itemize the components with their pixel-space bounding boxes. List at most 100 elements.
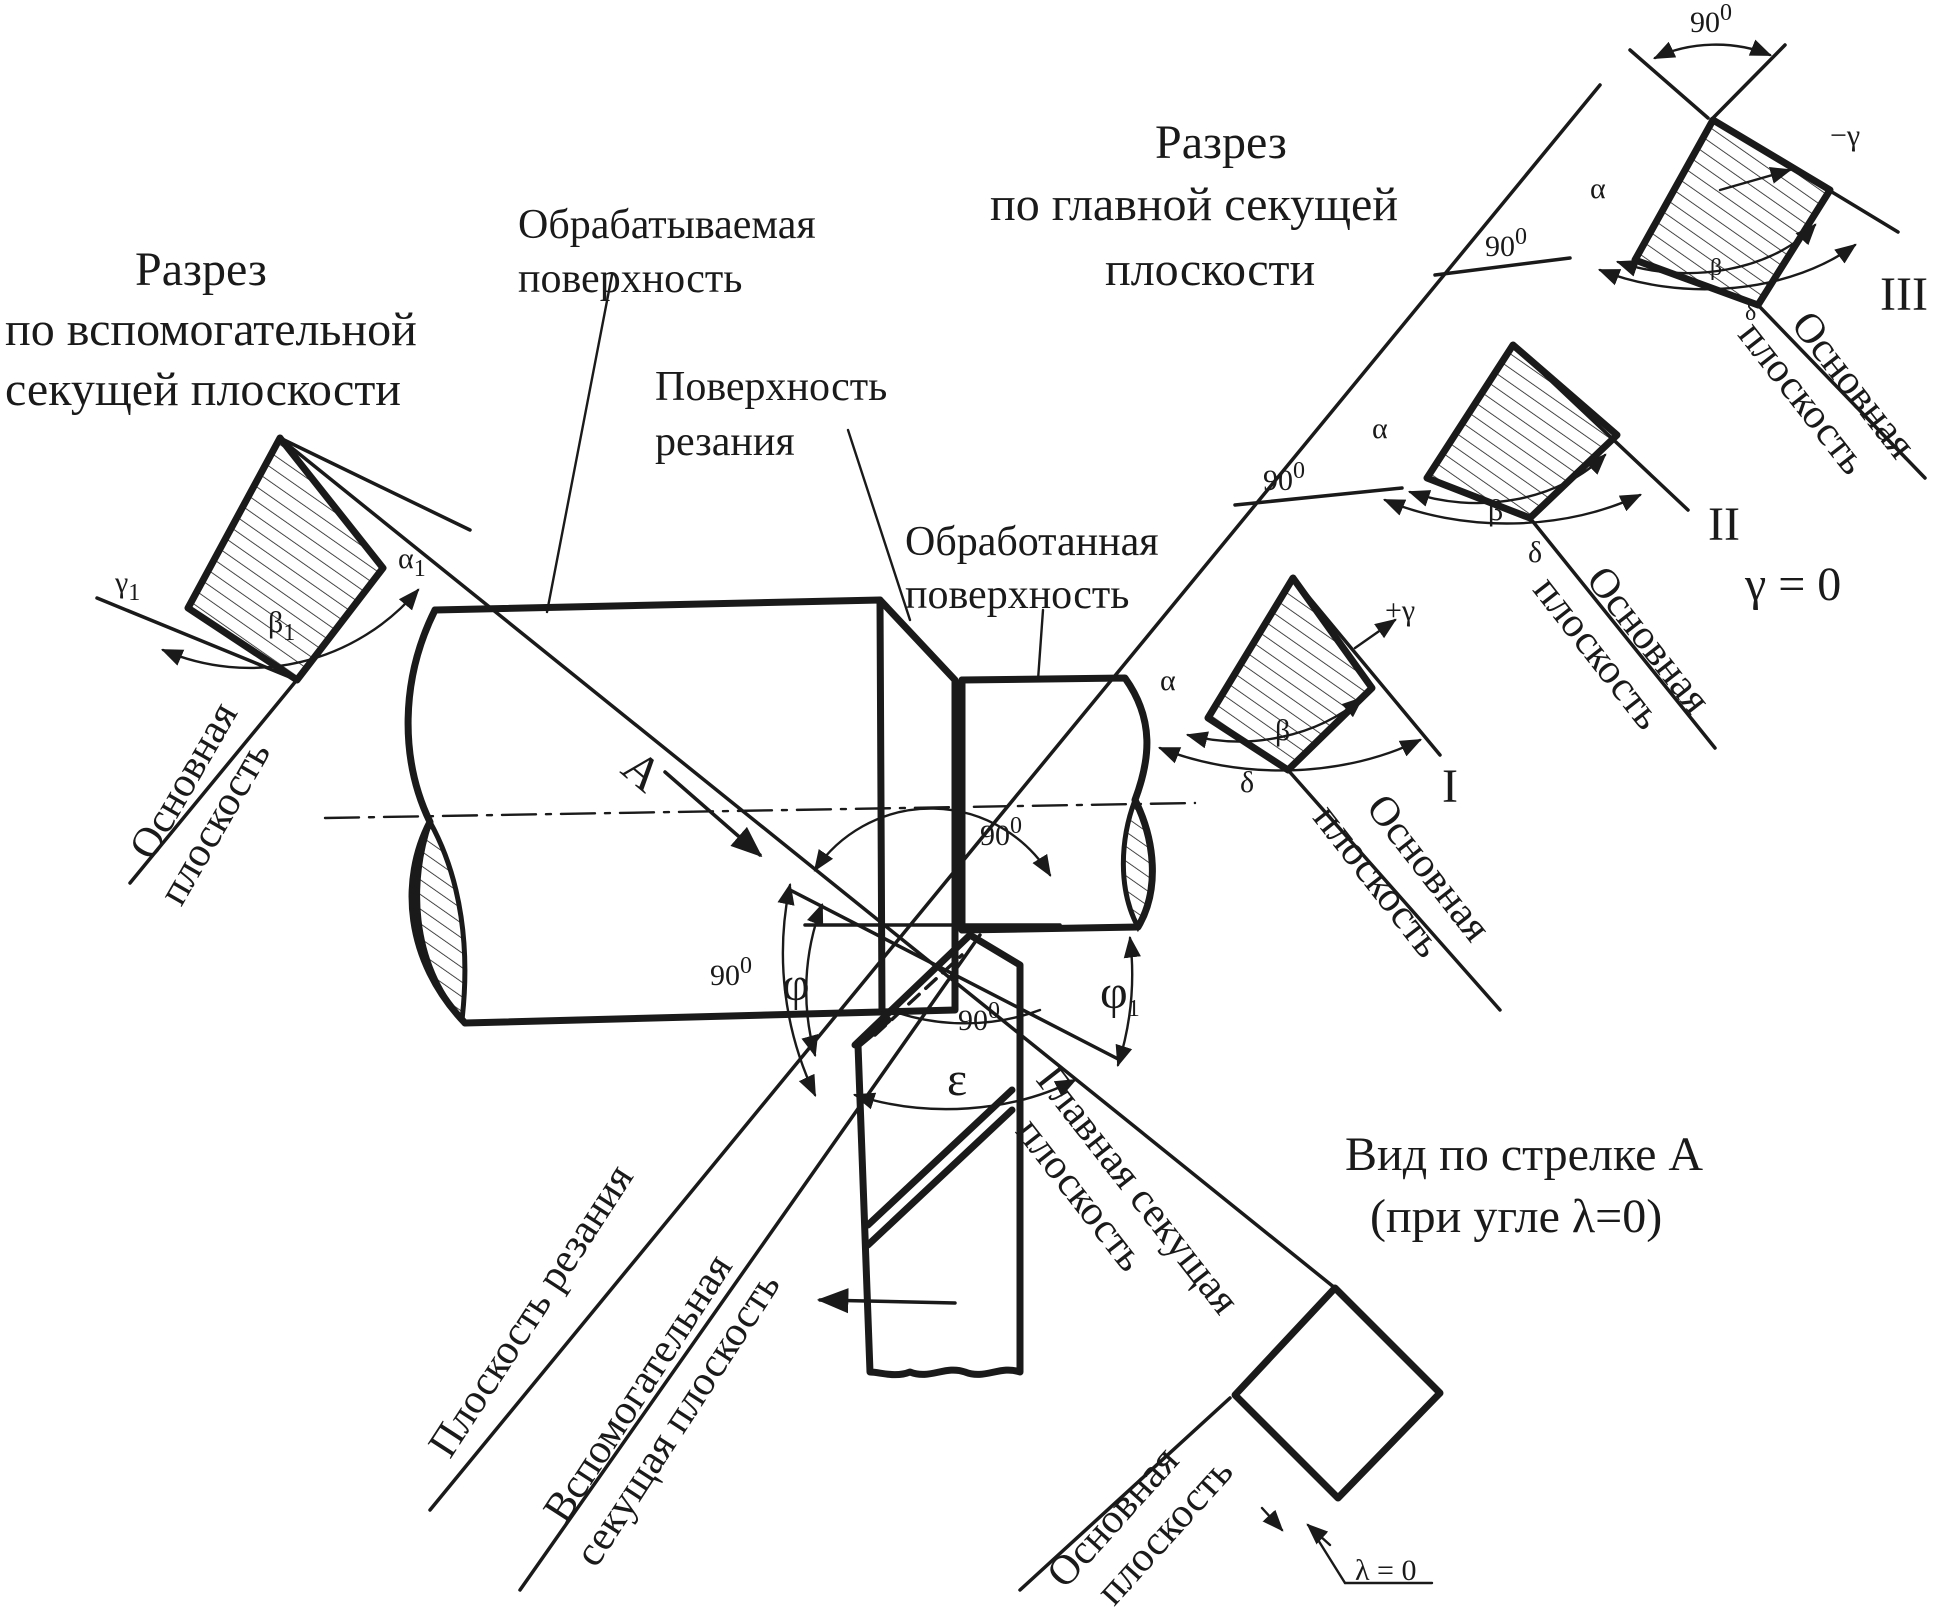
angle-plus-gamma: +γ <box>1385 594 1415 627</box>
angle-90-I: 900 <box>1263 458 1305 497</box>
main-title-2: по главной секущей <box>990 178 1398 231</box>
section-II-arc-delta <box>1383 493 1642 525</box>
section-III-gamma-arrow <box>1718 167 1793 192</box>
aux-title-3: секущей плоскости <box>5 363 401 416</box>
section-III-top-ext <box>1711 118 1900 234</box>
view-A <box>1018 1284 1444 1592</box>
section-I-arc-delta <box>1157 738 1422 772</box>
angle-90-left: 900 <box>710 953 752 992</box>
section-III-profile <box>1631 116 1834 309</box>
arc-90-left <box>777 882 817 1097</box>
arc-90-bottom <box>888 1008 1042 1025</box>
feed-arrow <box>816 1288 957 1314</box>
aux-cutting-plane-line <box>518 933 982 1592</box>
angle-alpha-II: α <box>1372 412 1388 445</box>
angle-delta-I: δ <box>1240 766 1254 799</box>
aux-top-ext <box>278 436 472 532</box>
view-A-2: (при угле λ=0) <box>1370 1190 1662 1243</box>
section-I-label: I <box>1442 760 1458 813</box>
angle-90-III-left: 900 <box>1485 224 1527 263</box>
angle-beta-I: β <box>1275 714 1290 747</box>
workpiece-shoulder <box>876 596 886 1016</box>
leader-cutting-surface <box>846 428 912 622</box>
section-III-arc-90 <box>1653 39 1772 60</box>
main-cutting-plane-line <box>280 438 1337 1290</box>
main-title-3: плоскости <box>1105 243 1315 296</box>
lambda-arrow-2 <box>1306 1523 1332 1547</box>
lambda-zero: λ = 0 <box>1355 1554 1416 1587</box>
section-II-top-ext <box>1511 343 1690 512</box>
cutting-surface-2: резания <box>655 419 795 465</box>
angle-phi: φ <box>782 958 810 1011</box>
section-I-gamma-arrow <box>1353 618 1397 650</box>
cutting-plane-line <box>428 83 1602 1512</box>
tool-chamfer-2 <box>864 1106 1016 1249</box>
view-A-base-line <box>1018 1396 1232 1592</box>
view-A-profile <box>1231 1284 1444 1502</box>
section-II-base-line <box>1528 516 1717 750</box>
section-I-arc-beta <box>1185 696 1364 749</box>
angle-gamma1: γ1 <box>114 566 140 606</box>
workpiece-right-section <box>1120 793 1155 933</box>
section-II-90-left <box>1233 486 1404 507</box>
gamma-zero: γ = 0 <box>1744 558 1841 611</box>
angle-beta-II: β <box>1488 494 1503 527</box>
arc-90-top <box>813 807 1052 877</box>
processed-surface-1: Обработанная <box>905 519 1159 565</box>
angle-minus-gamma: −γ <box>1830 119 1860 152</box>
view-A-1: Вид по стрелке А <box>1345 1128 1703 1181</box>
section-II <box>1233 341 1717 750</box>
arc-phi1 <box>1115 935 1141 1068</box>
tool-chamfer-1 <box>864 1086 1016 1229</box>
workpiece-left-section <box>415 815 468 1026</box>
section-II-profile <box>1423 341 1621 522</box>
section-I-top-ext <box>1291 576 1442 757</box>
leader-processed-surface <box>1036 608 1045 682</box>
aux-arc <box>161 588 420 670</box>
angle-delta-III: δ <box>1745 300 1756 326</box>
aux-edge-line <box>788 888 1122 1062</box>
angle-beta-III: β <box>1710 255 1722 281</box>
tool-edge-top <box>854 1016 892 1049</box>
section-II-arc-beta <box>1407 453 1607 507</box>
angle-90-bottom: 900 <box>958 998 1000 1037</box>
lambda-leader <box>1313 1533 1347 1585</box>
machined-surface-1: Обрабатываемая <box>518 202 816 248</box>
angle-arcs <box>777 807 1141 1111</box>
tool-body <box>851 931 1024 1379</box>
cutting-surface-1: Поверхность <box>655 364 887 410</box>
base-plane-view-A: Основная плоскость <box>1038 1438 1242 1607</box>
main-cutting-plane-label: Главная секущая плоскость <box>1007 1058 1249 1323</box>
section-III-arc-beta <box>1615 223 1817 277</box>
base-plane-I: Основная плоскость <box>1304 786 1500 966</box>
section-II-label: II <box>1708 498 1740 551</box>
cutting-tool <box>816 931 1024 1379</box>
angle-beta1: β1 <box>268 606 295 646</box>
section-III-arc-delta <box>1597 243 1857 291</box>
angle-delta-II: δ <box>1528 536 1542 569</box>
section-III-90-left <box>1433 256 1572 277</box>
base-plane-aux: Основная плоскость <box>121 694 280 912</box>
section-III-90-top-b <box>1711 43 1787 120</box>
text-labels: Разрез по вспомогательной секущей плоско… <box>5 0 1928 1607</box>
machined-surface-2: поверхность <box>518 256 742 302</box>
processed-surface-2: поверхность <box>905 572 1129 618</box>
leader-machined-surface <box>545 273 614 614</box>
section-I <box>1157 574 1502 1012</box>
arrow-A <box>663 770 763 858</box>
angle-epsilon: ε <box>947 1053 967 1106</box>
section-III <box>1433 39 1927 480</box>
aux-title-2: по вспомогательной <box>5 303 417 356</box>
section-III-90-top-a <box>1628 48 1710 120</box>
main-title-1: Разрез <box>1155 116 1287 169</box>
lambda-arrow-1 <box>1260 1506 1284 1532</box>
angle-phi1: φ1 <box>1100 966 1140 1022</box>
tool-hidden-line <box>873 953 964 1037</box>
angle-90-III-top: 900 <box>1690 0 1732 39</box>
aux-title-1: Разрез <box>135 243 267 296</box>
reference-lines <box>280 83 1602 1592</box>
aux-base-plane-line <box>128 668 307 885</box>
workpiece <box>323 596 1197 1027</box>
